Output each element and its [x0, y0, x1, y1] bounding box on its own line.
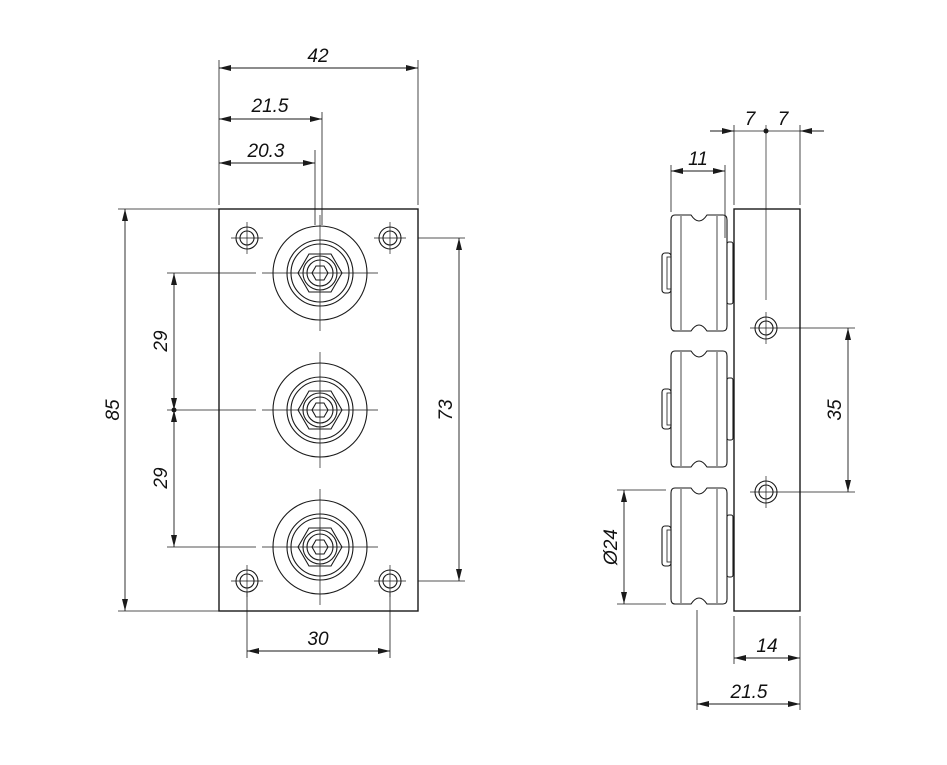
wheel-top — [261, 214, 379, 332]
dim-centerline-offset: 20.3 — [247, 141, 285, 162]
dim-wheel-offset: 21.5 — [251, 96, 289, 117]
dim-wheel-pitch-lower: 29 — [151, 467, 172, 490]
front-view: 42 21.5 20.3 85 29 29 73 30 — [103, 46, 465, 658]
side-hole-bottom — [749, 475, 793, 509]
side-plate — [733, 208, 801, 612]
wheel-middle — [261, 351, 379, 469]
dim-overall-depth: 21.5 — [730, 682, 768, 703]
side-view: 7 7 11 35 Ø24 14 21.5 — [601, 109, 855, 710]
dim-overall-height: 85 — [103, 399, 124, 421]
dim-hole-spacing-vertical: 73 — [436, 399, 457, 421]
side-hole-top — [749, 311, 793, 345]
wheel-bottom — [261, 488, 379, 606]
side-wheel-top — [661, 214, 734, 332]
dim-side-half-b: 7 — [778, 109, 790, 130]
side-wheel-bottom — [661, 487, 734, 605]
dim-wheel-pitch-upper: 29 — [151, 330, 172, 353]
dim-side-half-a: 7 — [745, 109, 757, 130]
dim-wheel-width: 11 — [688, 149, 708, 170]
mounting-hole-top-right — [373, 221, 407, 255]
dim-plate-thickness: 14 — [756, 636, 777, 657]
dim-side-hole-spacing: 35 — [825, 399, 846, 421]
dim-hole-spacing-horizontal: 30 — [307, 629, 329, 650]
dim-wheel-diameter: Ø24 — [601, 529, 622, 566]
side-wheel-middle — [661, 350, 734, 468]
dim-overall-width: 42 — [307, 46, 329, 67]
mounting-hole-top-left — [230, 221, 264, 255]
